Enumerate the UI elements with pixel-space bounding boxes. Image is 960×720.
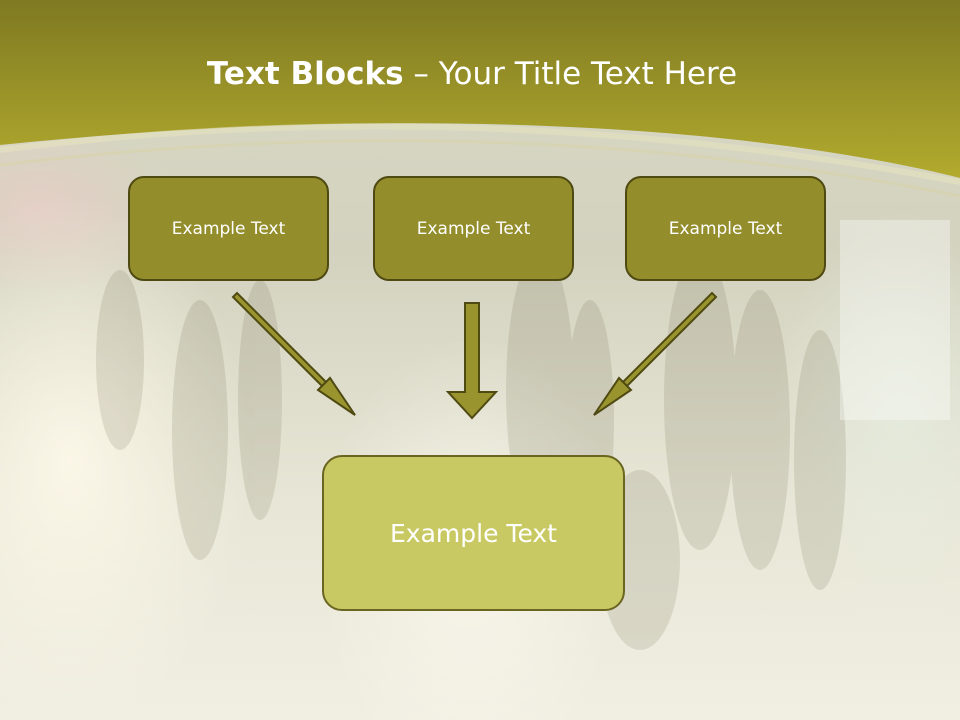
arrow-left-diagonal [231,291,356,416]
slide-title: Text Blocks – Your Title Text Here [0,52,944,96]
header-band [0,0,960,198]
text-block-top-left: Example Text [128,176,329,281]
text-block-bottom: Example Text [322,455,625,611]
text-block-top-center-label: Example Text [416,218,531,239]
arrow-right-diagonal [593,291,718,416]
text-block-top-center: Example Text [373,176,574,281]
text-block-top-left-label: Example Text [171,218,286,239]
title-rest: – Your Title Text Here [403,56,738,92]
text-block-top-right: Example Text [625,176,826,281]
arrow-center-down [445,302,499,420]
title-bold: Text Blocks [206,56,404,92]
text-block-top-right-label: Example Text [668,218,783,239]
text-block-bottom-label: Example Text [390,518,557,548]
